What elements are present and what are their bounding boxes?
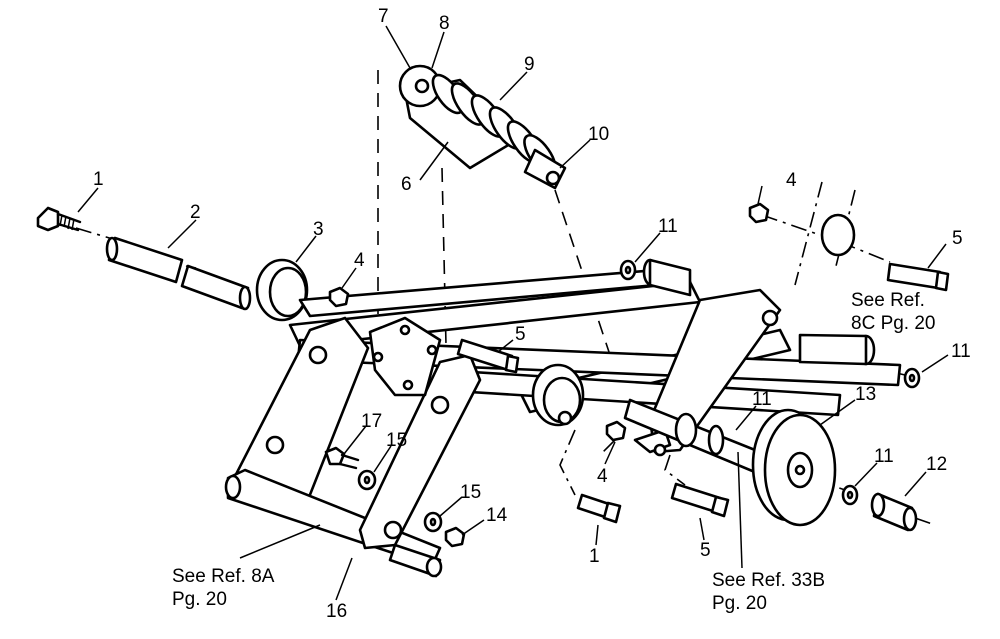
shock-mount-bracket <box>368 316 442 397</box>
ref-8c-line2: 8C Pg. 20 <box>851 313 936 334</box>
spacer-12 <box>870 492 918 532</box>
bolts-5 <box>456 262 950 518</box>
callout-5-center: 5 <box>515 324 526 345</box>
callout-13: 13 <box>855 384 876 405</box>
ref-8a-line2: Pg. 20 <box>172 589 227 610</box>
callout-11-upper: 11 <box>658 216 678 237</box>
callout-11-lower: 11 <box>874 446 894 467</box>
bolt-1-left <box>36 206 82 232</box>
callout-12: 12 <box>926 454 947 475</box>
callout-4-bottom: 4 <box>597 466 608 487</box>
callout-11-right: 11 <box>951 341 971 362</box>
callout-11-middle: 11 <box>752 389 772 410</box>
callout-9: 9 <box>524 54 535 75</box>
callout-numbers: 1 2 3 4 4 4 5 5 5 6 7 8 9 10 11 11 11 11… <box>93 6 971 622</box>
ref-33b-line2: Pg. 20 <box>712 593 767 614</box>
ref-33b-line1: See Ref. 33B <box>712 570 825 591</box>
shock-spring <box>431 73 557 176</box>
callout-2: 2 <box>190 202 201 223</box>
callout-7: 7 <box>378 6 389 27</box>
sleeve-2 <box>105 236 252 311</box>
washers-15 <box>357 469 443 533</box>
rear-upper-shaft <box>642 213 876 366</box>
clamp-ring-3 <box>255 258 309 322</box>
bolt-17 <box>324 446 360 470</box>
callout-10: 10 <box>588 124 609 145</box>
callout-14: 14 <box>486 505 508 526</box>
callout-1-bottom: 1 <box>589 546 600 567</box>
nuts-4 <box>328 202 770 442</box>
callout-17: 17 <box>361 411 382 432</box>
callout-8: 8 <box>439 13 450 34</box>
callout-3: 3 <box>313 219 324 240</box>
clamp-ring-center <box>531 363 585 427</box>
idler-wheel-13 <box>751 408 837 527</box>
ref-8c-line1: See Ref. <box>851 290 925 311</box>
ref-8a-line1: See Ref. 8A <box>172 566 275 587</box>
callout-5-right: 5 <box>952 228 963 249</box>
callout-15-upper: 15 <box>386 430 407 451</box>
callout-6: 6 <box>401 174 412 195</box>
shock-absorber <box>398 64 567 190</box>
callout-5-bottom: 5 <box>700 540 711 561</box>
bolt-1-bottom <box>576 493 622 524</box>
callout-4-left: 4 <box>354 250 365 271</box>
washers-11 <box>619 259 921 506</box>
reference-notes: See Ref. 8A Pg. 20 See Ref. 8C Pg. 20 Se… <box>172 290 936 614</box>
callout-1-left: 1 <box>93 169 104 190</box>
callout-16: 16 <box>326 601 347 622</box>
callout-15-lower: 15 <box>460 482 481 503</box>
leader-lines <box>77 25 949 601</box>
nut-14 <box>444 526 466 548</box>
callout-4-right: 4 <box>786 170 797 191</box>
